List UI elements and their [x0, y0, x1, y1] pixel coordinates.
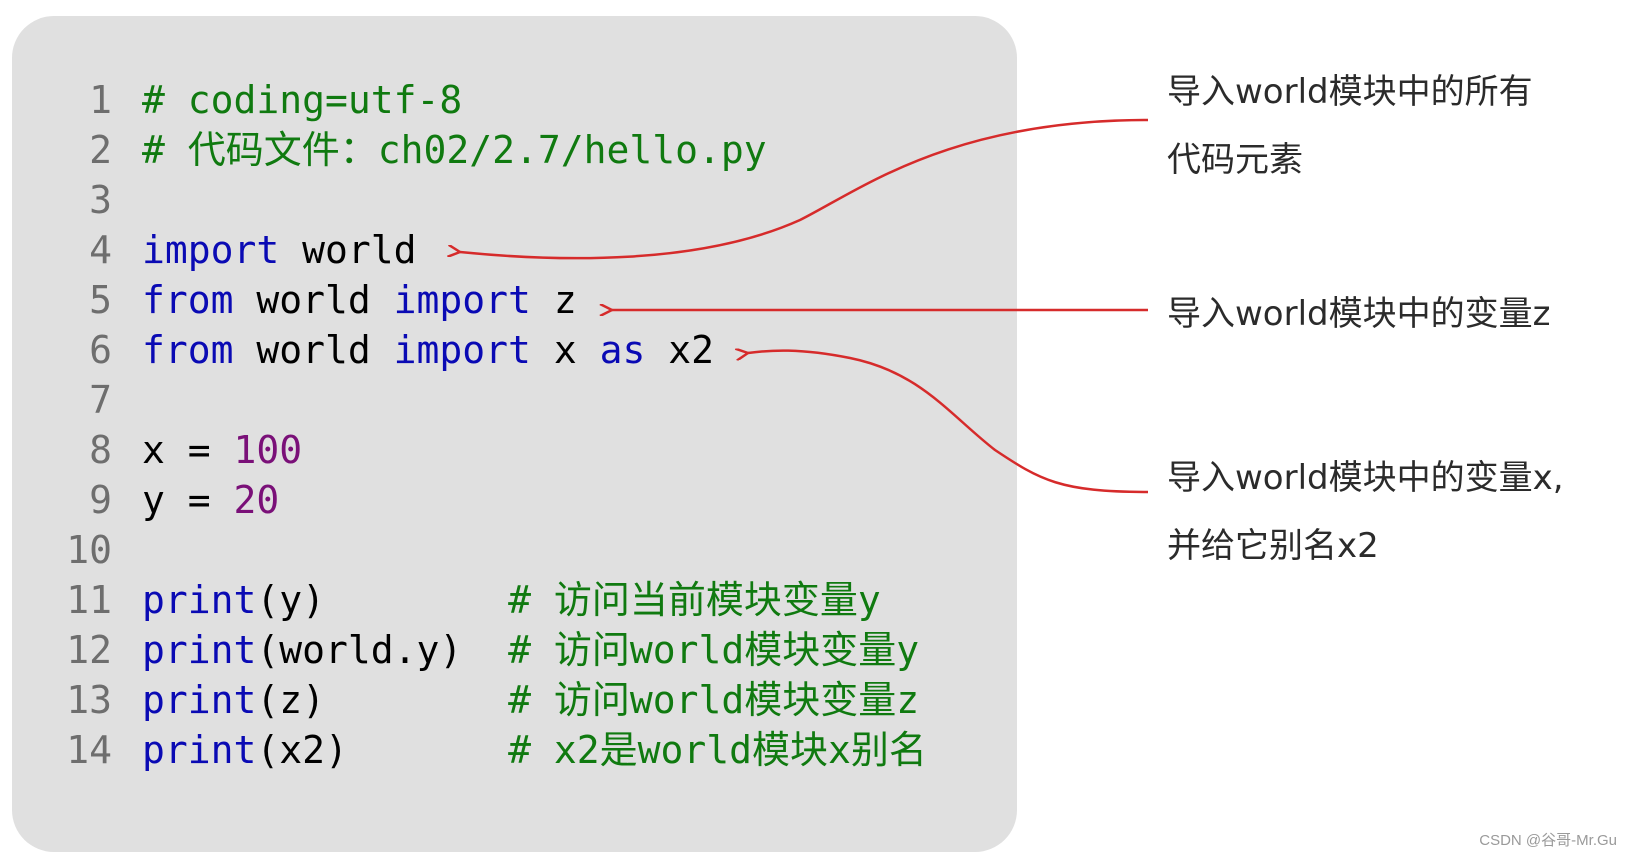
code-line: 10 — [12, 525, 1012, 575]
line-number: 11 — [66, 578, 112, 622]
line-number: 7 — [89, 378, 112, 422]
line-number: 3 — [89, 178, 112, 222]
line-number: 13 — [66, 678, 112, 722]
code-text: from world import z — [142, 275, 577, 325]
code-token: world — [279, 228, 417, 272]
code-text: print(world.y) # 访问world模块变量y — [142, 625, 919, 675]
code-text: import world — [142, 225, 417, 275]
code-line: 7 — [12, 375, 1012, 425]
code-comment: # 访问当前模块变量y — [508, 578, 881, 622]
code-panel — [12, 16, 1017, 852]
line-number: 9 — [89, 478, 112, 522]
arrow-import-x-as-x2 — [748, 351, 1149, 494]
code-line: 11 print(y) # 访问当前模块变量y — [12, 575, 1012, 625]
line-number: 1 — [89, 78, 112, 122]
code-line: 2 # 代码文件：ch02/2.7/hello.py — [12, 125, 1012, 175]
code-token: x — [530, 328, 600, 372]
code-number: 100 — [233, 428, 303, 472]
code-text: print(x2) # x2是world模块x别名 — [142, 725, 927, 775]
code-keyword: print — [142, 728, 257, 772]
code-token: x = — [142, 428, 234, 472]
code-line: 4 import world — [12, 225, 1012, 275]
code-keyword: print — [142, 678, 257, 722]
code-comment: # coding=utf-8 — [142, 78, 463, 122]
annotation-import-world-line1: 导入world模块中的所有 — [1167, 72, 1533, 112]
code-text: x = 100 — [142, 425, 302, 475]
annotation-import-world: 导入world模块中的所有 代码元素 — [1167, 58, 1533, 194]
code-text: # 代码文件：ch02/2.7/hello.py — [142, 125, 767, 175]
watermark: CSDN @谷哥-Mr.Gu — [1479, 832, 1617, 849]
code-line: 8 x = 100 — [12, 425, 1012, 475]
code-comment: # 访问world模块变量y — [508, 628, 920, 672]
line-number: 10 — [66, 528, 112, 572]
code-keyword: from — [142, 278, 234, 322]
code-comment: # x2是world模块x别名 — [508, 728, 927, 772]
code-line: 9 y = 20 — [12, 475, 1012, 525]
line-number: 6 — [89, 328, 112, 372]
code-keyword: import — [393, 278, 531, 322]
code-comment: # 代码文件：ch02/2.7/hello.py — [142, 128, 767, 172]
code-token: z — [530, 278, 577, 322]
code-line: 1 # coding=utf-8 — [12, 75, 1012, 125]
code-token: (z) — [256, 678, 509, 722]
code-text: # coding=utf-8 — [142, 75, 462, 125]
code-token: (y) — [256, 578, 509, 622]
code-token: (world.y) — [256, 628, 509, 672]
code-line: 12 print(world.y) # 访问world模块变量y — [12, 625, 1012, 675]
line-number: 4 — [89, 228, 112, 272]
arrow-import-world — [460, 118, 1149, 260]
code-keyword: print — [142, 628, 257, 672]
code-comment: # 访问world模块变量z — [508, 678, 920, 722]
code-text: print(y) # 访问当前模块变量y — [142, 575, 881, 625]
annotation-import-x-line1: 导入world模块中的变量x, — [1167, 458, 1564, 498]
code-line: 6 from world import x as x2 — [12, 325, 1012, 375]
code-text: print(z) # 访问world模块变量z — [142, 675, 919, 725]
code-keyword: print — [142, 578, 257, 622]
code-token: x2 — [645, 328, 714, 372]
code-number: 20 — [233, 478, 280, 522]
code-keyword: import — [393, 328, 531, 372]
code-line: 5 from world import z — [12, 275, 1012, 325]
code-line: 3 — [12, 175, 1012, 225]
code-token: world — [233, 328, 394, 372]
code-token: y = — [142, 478, 234, 522]
line-number: 12 — [66, 628, 112, 672]
line-number: 5 — [89, 278, 112, 322]
code-keyword: from — [142, 328, 234, 372]
code-keyword: as — [599, 328, 646, 372]
code-keyword: import — [142, 228, 280, 272]
code-text: y = 20 — [142, 475, 279, 525]
line-number: 14 — [66, 728, 112, 772]
annotation-import-world-line2: 代码元素 — [1167, 140, 1303, 180]
code-token: world — [233, 278, 394, 322]
annotation-import-z-line1: 导入world模块中的变量z — [1167, 294, 1551, 334]
code-text: from world import x as x2 — [142, 325, 714, 375]
line-number: 2 — [89, 128, 112, 172]
line-number: 8 — [89, 428, 112, 472]
code-token: (x2) — [256, 728, 509, 772]
code-line: 13 print(z) # 访问world模块变量z — [12, 675, 1012, 725]
code-line: 14 print(x2) # x2是world模块x别名 — [12, 725, 1012, 775]
annotation-import-x-as-x2: 导入world模块中的变量x, 并给它别名x2 — [1167, 444, 1564, 580]
annotation-import-z: 导入world模块中的变量z — [1167, 280, 1550, 348]
annotation-import-x-line2: 并给它别名x2 — [1167, 526, 1379, 566]
